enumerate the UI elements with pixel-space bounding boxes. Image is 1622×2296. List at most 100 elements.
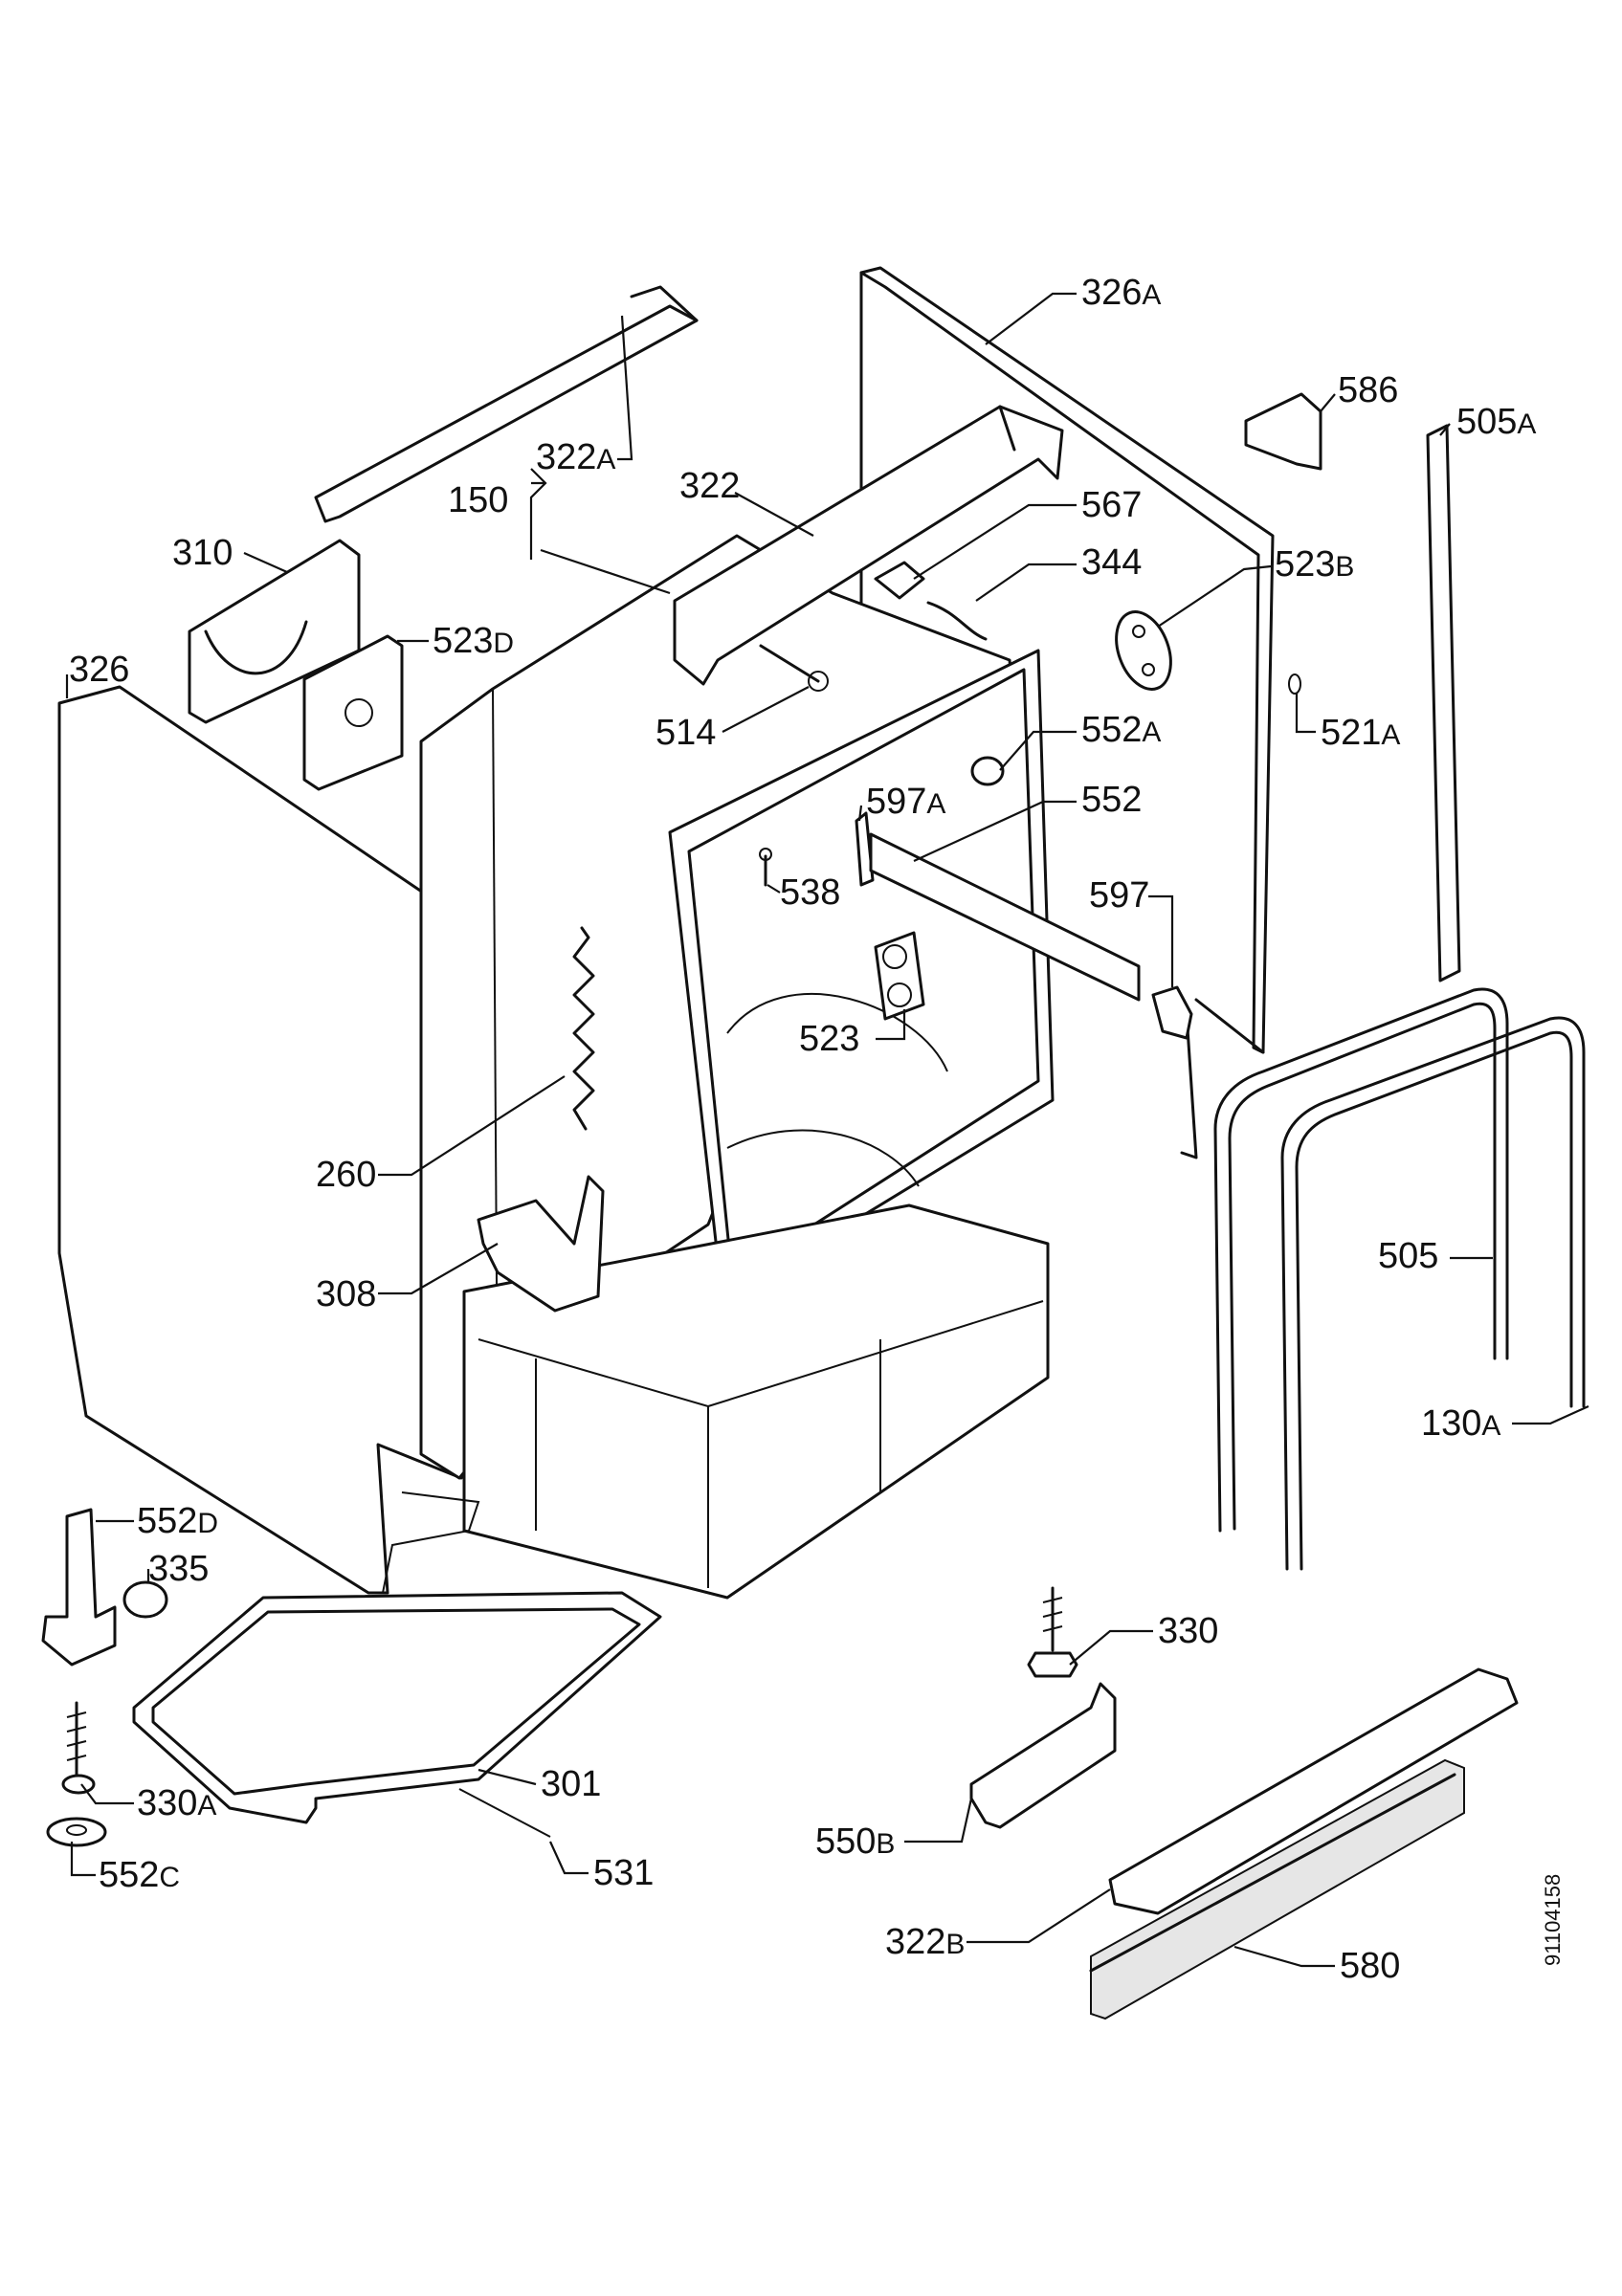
label-number: 308: [316, 1274, 376, 1314]
label-326A: 326A: [1081, 273, 1161, 313]
label-586: 586: [1338, 370, 1398, 410]
label-suffix: A: [1481, 1410, 1500, 1442]
label-number: 523: [433, 621, 493, 661]
label-330: 330: [1158, 1611, 1218, 1651]
label-326: 326: [69, 650, 129, 690]
label-514: 514: [655, 713, 716, 753]
label-number: 326: [1081, 273, 1142, 313]
label-260: 260: [316, 1155, 376, 1195]
document-id: 91104158: [1541, 1874, 1565, 1966]
label-number: 505: [1378, 1236, 1438, 1276]
label-552: 552: [1081, 780, 1142, 820]
part-308-hinge: [477, 1175, 605, 1313]
label-number: 260: [316, 1155, 376, 1195]
part-552C-washer: [46, 1817, 107, 1847]
part-514-pin: [759, 644, 829, 692]
part-330A-screw: [61, 1701, 96, 1795]
label-597A: 597A: [866, 782, 945, 822]
label-suffix: A: [1142, 279, 1161, 311]
leader-lines: [65, 292, 1589, 1968]
part-322A-top-rail: [314, 285, 699, 523]
label-number: 586: [1338, 370, 1398, 410]
part-521A-clip: [1288, 673, 1301, 695]
label-531: 531: [593, 1853, 654, 1893]
label-number: 322: [679, 466, 740, 506]
label-301: 301: [541, 1764, 601, 1804]
part-335-nut: [122, 1580, 168, 1619]
label-567: 567: [1081, 485, 1142, 525]
label-523: 523: [799, 1019, 859, 1059]
label-number: 597: [1089, 875, 1149, 916]
part-330-screw: [1027, 1586, 1078, 1678]
label-308: 308: [316, 1274, 376, 1314]
part-538-screw: [759, 848, 772, 887]
part-531-wire: [458, 1788, 551, 1838]
part-597A-hinge: [855, 811, 875, 887]
label-number: 550: [815, 1821, 876, 1862]
part-door-frame: [668, 649, 1055, 1303]
label-130A: 130A: [1421, 1403, 1500, 1444]
part-505A-strip: [1426, 424, 1461, 982]
label-552C: 552C: [99, 1855, 180, 1895]
label-number: 521: [1321, 713, 1381, 753]
label-552D: 552D: [137, 1501, 218, 1541]
part-552-rail: [869, 832, 1141, 1002]
label-344: 344: [1081, 542, 1142, 583]
label-number: 335: [148, 1549, 209, 1589]
label-150: 150: [448, 480, 508, 520]
label-number: 310: [172, 533, 233, 573]
label-322B: 322B: [885, 1922, 965, 1962]
part-505-gasket: [1213, 987, 1509, 1533]
label-505: 505: [1378, 1236, 1438, 1276]
label-number: 580: [1340, 1946, 1400, 1986]
label-number: 130: [1421, 1403, 1481, 1444]
label-322: 322: [679, 466, 740, 506]
label-number: 505: [1456, 402, 1517, 442]
label-suffix: A: [1381, 719, 1400, 751]
part-523-grommet: [874, 931, 925, 1021]
part-322-top-rail: [673, 405, 1064, 686]
label-suffix: A: [926, 788, 945, 820]
label-580: 580: [1340, 1946, 1400, 1986]
label-523B: 523B: [1275, 544, 1354, 585]
label-521A: 521A: [1321, 713, 1400, 753]
label-number: 301: [541, 1764, 601, 1804]
label-number: 322: [536, 437, 596, 477]
label-310: 310: [172, 533, 233, 573]
label-suffix: B: [1335, 551, 1354, 583]
label-number: 523: [1275, 544, 1335, 585]
label-552A: 552A: [1081, 710, 1161, 750]
label-suffix: D: [493, 628, 514, 659]
label-number: 538: [780, 872, 840, 913]
label-number: 330: [137, 1783, 197, 1823]
label-suffix: C: [159, 1862, 180, 1893]
part-550B-bracket: [969, 1682, 1117, 1829]
label-number: 514: [655, 713, 716, 753]
label-550B: 550B: [815, 1821, 895, 1862]
part-130A-gasket: [1280, 1016, 1586, 1571]
part-523B-grommet: [1115, 610, 1172, 691]
label-number: 552: [137, 1501, 197, 1541]
label-suffix: A: [1142, 717, 1161, 748]
label-number: 567: [1081, 485, 1142, 525]
part-552D-foot: [41, 1508, 117, 1667]
part-567-clip: [874, 561, 925, 600]
label-number: 552: [99, 1855, 159, 1895]
label-number: 597: [866, 782, 926, 822]
label-number: 523: [799, 1019, 859, 1059]
part-344-clip: [926, 601, 988, 641]
label-335: 335: [148, 1549, 209, 1589]
label-number: 344: [1081, 542, 1142, 583]
part-597-clip: [1151, 985, 1193, 1040]
label-number: 552: [1081, 780, 1142, 820]
label-330A: 330A: [137, 1783, 216, 1823]
label-number: 326: [69, 650, 129, 690]
label-number: 330: [1158, 1611, 1218, 1651]
label-suffix: A: [197, 1790, 216, 1821]
label-suffix: A: [1517, 408, 1536, 440]
part-523D-box: [302, 634, 404, 791]
part-322B-profile: [1108, 1667, 1519, 1915]
part-260-spring: [572, 926, 595, 1131]
